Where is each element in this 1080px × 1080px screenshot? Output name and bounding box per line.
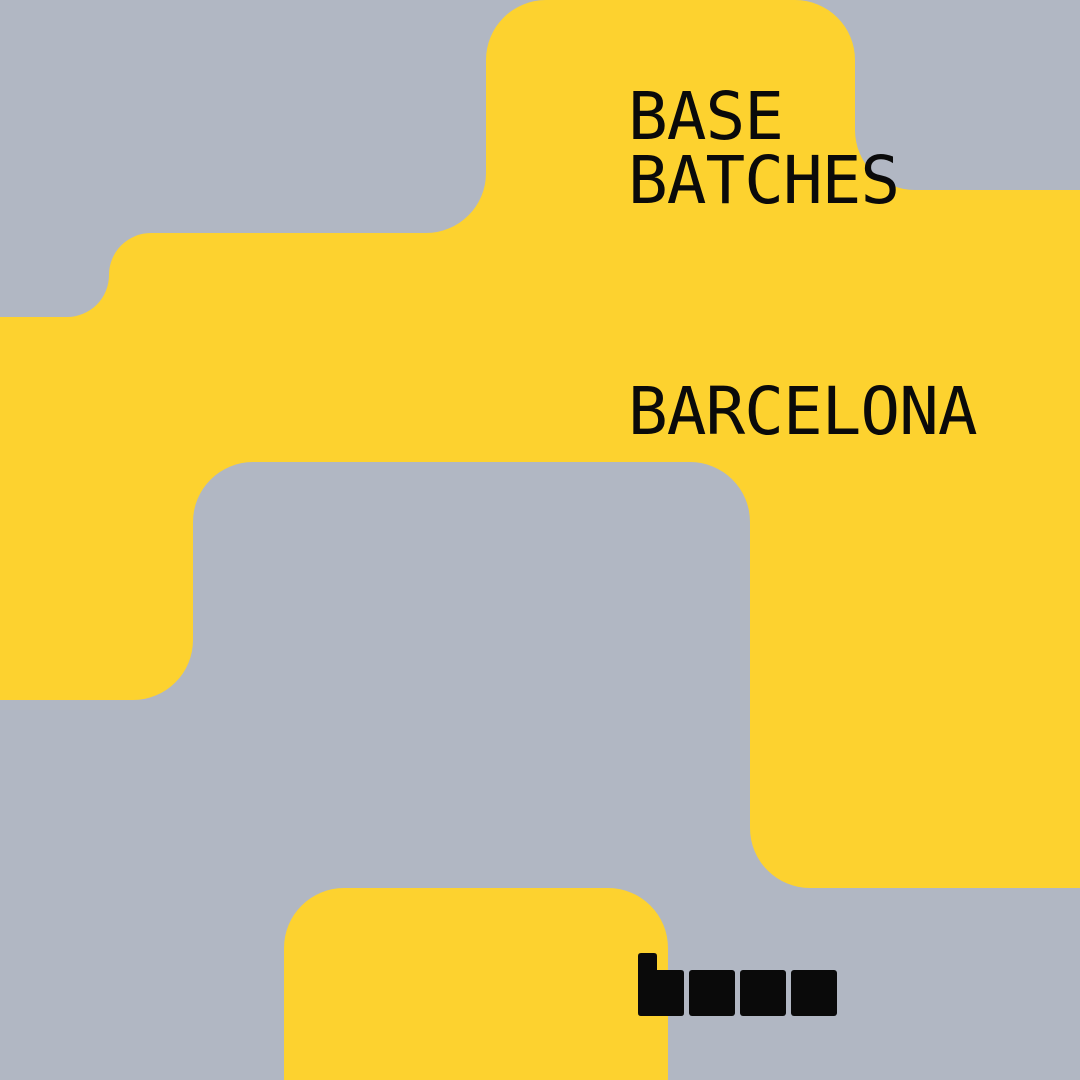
yellow-bottom-shape — [284, 888, 668, 1080]
title-line-base: BASE — [628, 78, 784, 155]
logo-letter-b — [638, 953, 684, 1016]
logo-letter-a — [689, 970, 735, 1016]
base-logo-icon — [638, 953, 837, 1016]
yellow-band-shape — [0, 0, 1080, 888]
title-line-batches: BATCHES — [628, 142, 900, 219]
title-city: BARCELONA — [628, 373, 978, 450]
logo-letter-e — [791, 970, 837, 1016]
logo-letter-s — [740, 970, 786, 1016]
